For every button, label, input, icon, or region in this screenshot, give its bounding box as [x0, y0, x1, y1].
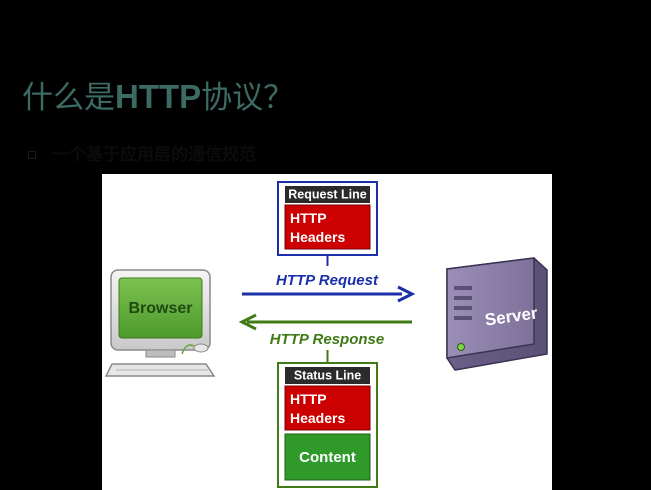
bullet-text: 一个基于应用层的通信规范: [52, 145, 256, 165]
content-label: Content: [299, 449, 356, 466]
request-packet: Request Line HTTP Headers: [277, 181, 378, 266]
request-arrow: HTTP Request: [242, 272, 416, 303]
status-line-bar: [285, 367, 370, 384]
response-arrow: HTTP Response: [238, 313, 412, 348]
browser-computer-icon: Browser: [104, 269, 216, 377]
http-diagram-svg: Browser Server Request Line HTTP Header: [104, 181, 548, 488]
request-headers-line2: Headers: [290, 229, 345, 245]
bullet-point: 一个基于应用层的通信规范: [28, 142, 256, 168]
response-packet: Status Line HTTP Headers Content: [277, 350, 378, 488]
http-diagram: Browser Server Request Line HTTP Header: [102, 174, 552, 490]
request-headers-box: [284, 204, 371, 250]
title-prefix: 什么是: [22, 80, 115, 116]
request-headers-line1: HTTP: [290, 210, 327, 226]
mouse: [193, 343, 209, 353]
response-label: HTTP Response: [270, 331, 384, 348]
response-headers-line2: Headers: [290, 410, 345, 426]
status-line-label: Status Line: [294, 369, 361, 383]
request-line-label: Request Line: [288, 188, 367, 202]
server-front: [446, 257, 535, 359]
title-suffix: 协议？: [201, 80, 295, 116]
monitor-screen: [118, 277, 203, 339]
request-line-bar: [285, 186, 370, 203]
content-box: [284, 433, 371, 481]
browser-label: Browser: [128, 300, 192, 317]
monitor-stand: [145, 349, 176, 358]
response-headers-line1: HTTP: [290, 391, 327, 407]
mouse-cable: [181, 344, 195, 355]
title-http: HTTP: [115, 78, 202, 115]
arrow-right-icon: [397, 285, 416, 303]
response-headers-box: [284, 385, 371, 431]
slide-title: 什么是HTTP协议？: [22, 70, 294, 124]
server-tower-icon: Server: [446, 257, 548, 371]
server-power-led: [457, 343, 465, 351]
bullet-square-icon: [28, 151, 36, 159]
arrow-left-icon: [238, 313, 257, 331]
request-label: HTTP Request: [276, 272, 379, 289]
